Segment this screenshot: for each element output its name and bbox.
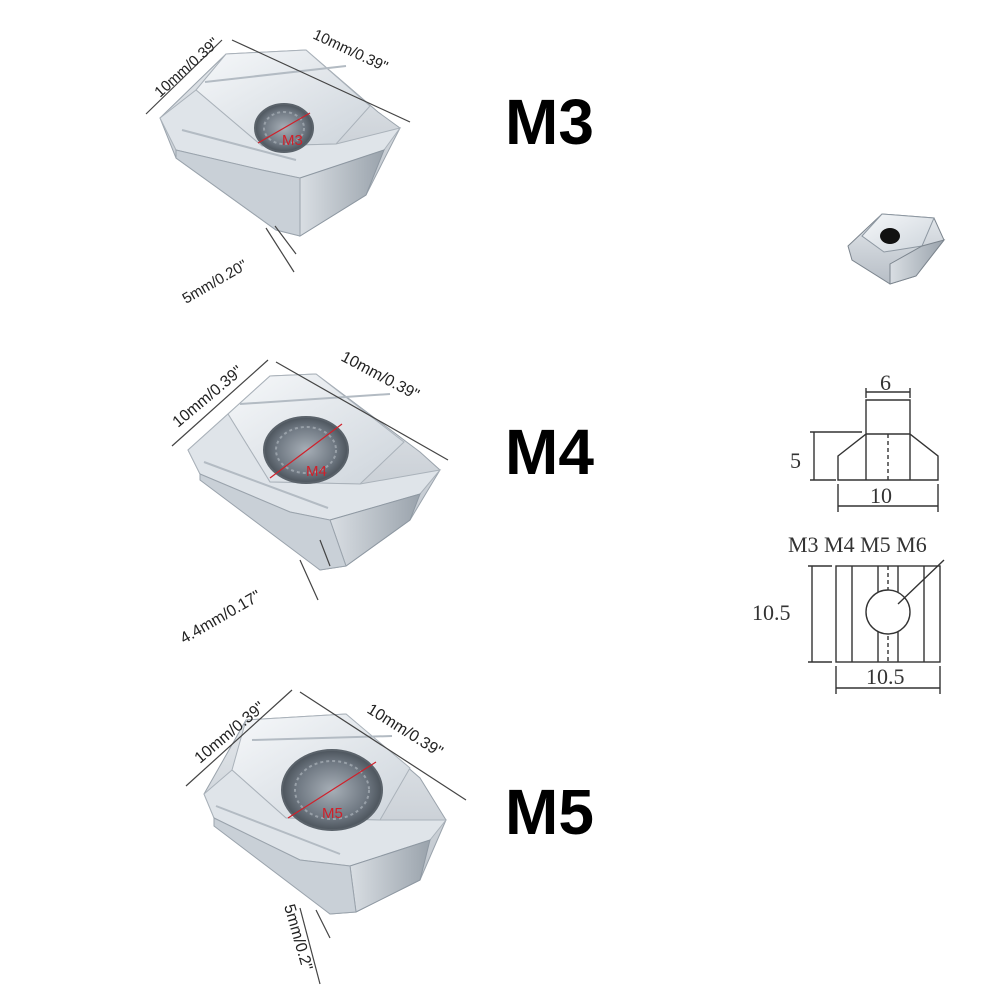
- nut-m3-body: [159, 49, 402, 237]
- product-thumbnail: [847, 213, 946, 285]
- nut-m3: M3 10mm/0.39" 10mm/0.39" 5mm/0.20" M3: [145, 26, 594, 308]
- plan-height: 10.5: [752, 600, 791, 625]
- plan-thread-sizes: M3 M4 M5 M6: [788, 532, 927, 557]
- thread-label-m5: M5: [322, 805, 343, 822]
- dimension-lines-m3: [145, 39, 411, 273]
- dimension-lines-m5: [185, 689, 467, 985]
- dim-height-m5: 5mm/0.2": [280, 902, 315, 972]
- thread-label-m4: M4: [306, 463, 327, 480]
- size-label-m5: M5: [505, 776, 594, 848]
- dim-height-m4: 4.4mm/0.17": [178, 588, 265, 648]
- profile-base-width: 10: [870, 483, 892, 508]
- dimension-lines-m4: [171, 359, 449, 601]
- nut-m5: M5 10mm/0.39" 10mm/0.39" 5mm/0.2" M5: [185, 689, 594, 985]
- profile-height: 5: [790, 448, 801, 473]
- technical-drawing-plan: [808, 559, 945, 694]
- dim-height-m3: 5mm/0.20": [180, 257, 251, 308]
- nut-m4: M4 10mm/0.39" 10mm/0.39" 4.4mm/0.17" M4: [170, 349, 595, 648]
- size-label-m3: M3: [505, 86, 594, 158]
- profile-top-width: 6: [880, 370, 891, 395]
- plan-width: 10.5: [866, 664, 905, 689]
- thread-label-m3: M3: [282, 132, 303, 149]
- technical-drawing-profile: [810, 388, 939, 512]
- size-label-m4: M4: [505, 416, 594, 488]
